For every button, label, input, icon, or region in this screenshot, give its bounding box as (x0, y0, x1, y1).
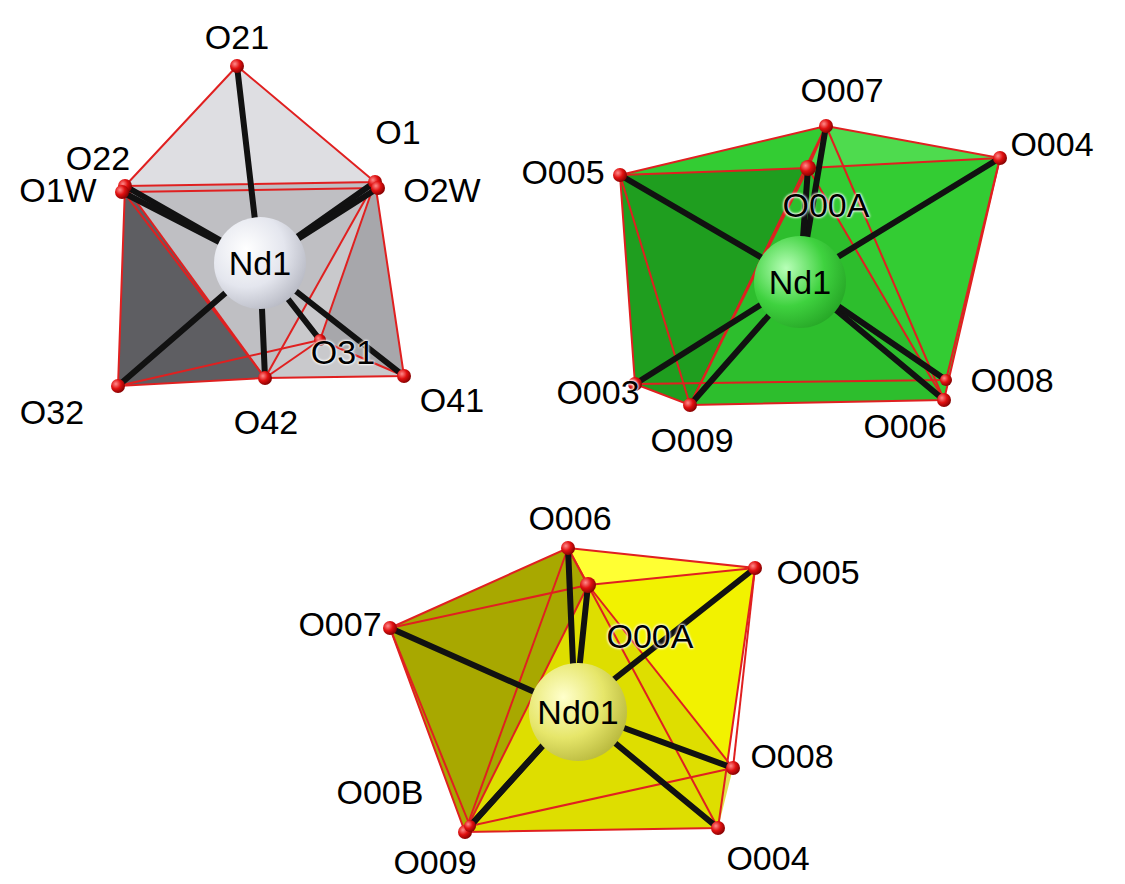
atom-label: Nd1 (229, 246, 291, 280)
atom-label: O008 (970, 363, 1053, 397)
atom-label: O21 (205, 20, 269, 54)
atom-label: O006 (528, 501, 611, 535)
atom-label: O22 (66, 141, 130, 175)
atom-label: O00B (337, 775, 424, 809)
atom-label: O003 (556, 375, 639, 409)
atom-label: O005 (776, 555, 859, 589)
yellow-polyhedron (383, 541, 762, 839)
atom-label: O31 (311, 335, 375, 369)
atom-label: O00A (783, 188, 870, 222)
atom-label: O42 (234, 405, 298, 439)
atom-label: O007 (298, 607, 381, 641)
atom-label: O009 (393, 845, 476, 879)
atom-label: O006 (863, 409, 946, 443)
atom-label: O008 (750, 739, 833, 773)
atom-label: O2W (403, 173, 480, 207)
atom-label: O32 (20, 395, 84, 429)
atom-label: Nd01 (537, 695, 618, 729)
grey-polyhedron (111, 59, 411, 393)
atom-label: O005 (521, 155, 604, 189)
atom-label: O007 (800, 73, 883, 107)
atom-label: O00A (607, 619, 694, 653)
atom-label: O41 (420, 383, 484, 417)
metal-atom-sphere: Nd1 (214, 217, 306, 309)
atom-label: O1 (375, 115, 420, 149)
metal-atom-sphere: Nd1 (754, 236, 846, 328)
atom-label: O1W (19, 173, 96, 207)
green-polyhedron (613, 119, 1007, 412)
atom-label: O004 (726, 841, 809, 875)
atom-label: O009 (650, 423, 733, 457)
metal-atom-sphere: Nd01 (529, 663, 627, 761)
atom-label: Nd1 (769, 265, 831, 299)
atom-label: O004 (1010, 127, 1093, 161)
